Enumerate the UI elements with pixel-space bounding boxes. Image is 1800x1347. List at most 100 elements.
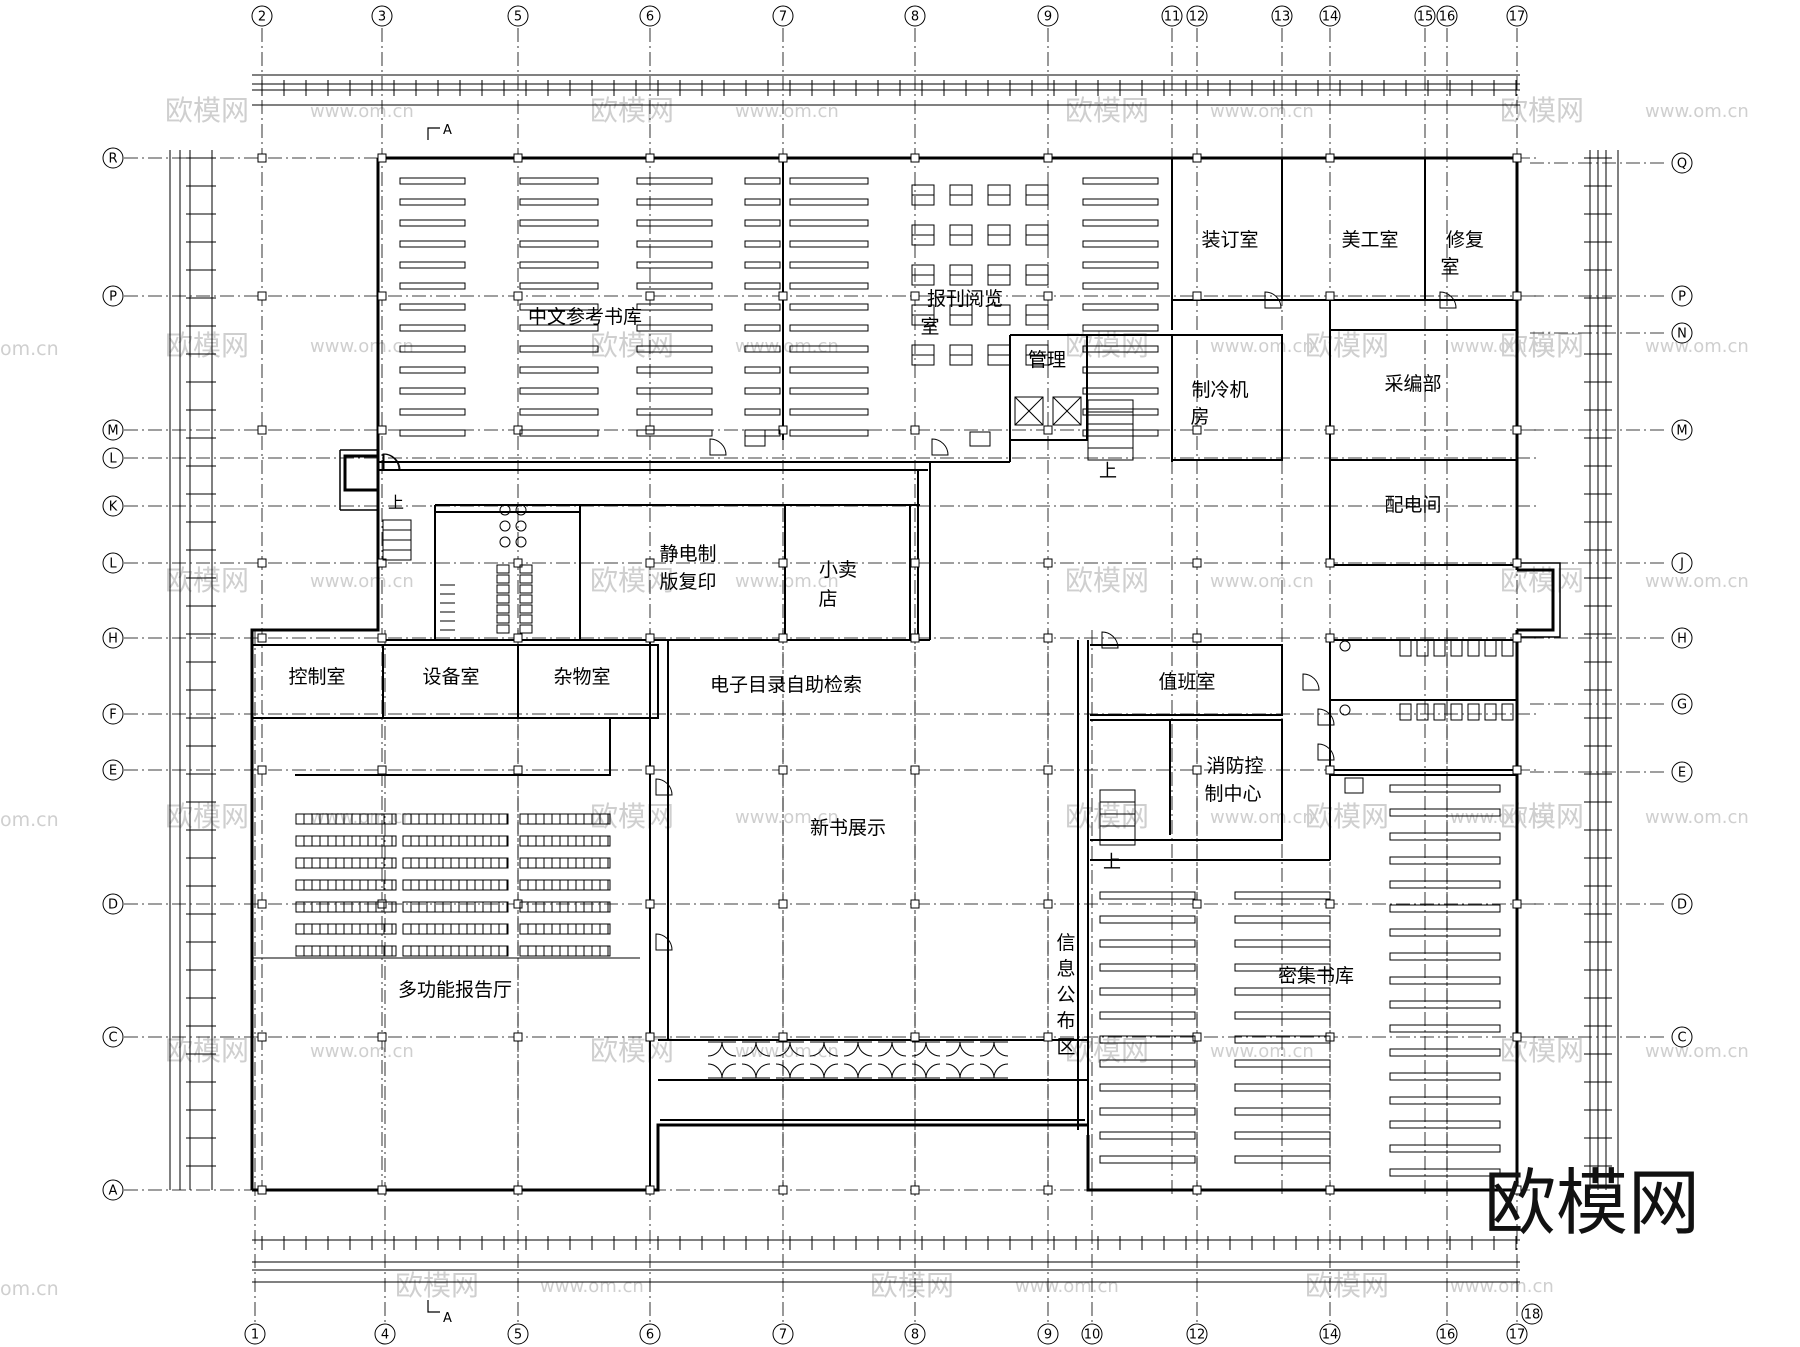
axis-bubble-left-6-label: H: [108, 632, 118, 647]
axis-bubble-top-6: 9: [1037, 5, 1059, 27]
axis-bubble-right-8: D: [1671, 893, 1693, 915]
watermark-site: www.om.cn: [1450, 1276, 1554, 1297]
axis-bubble-right-2-label: N: [1677, 327, 1687, 342]
watermark-site: www.om.cn: [1210, 571, 1314, 592]
axis-bubble-left-5: L: [102, 552, 124, 574]
axis-bubble-left-10: C: [102, 1026, 124, 1048]
axis-bubble-top-3-label: 6: [646, 10, 654, 25]
watermark-site: www.om.cn: [1450, 807, 1554, 828]
axis-bubble-right-3: M: [1671, 419, 1693, 441]
watermark-12: 欧模网 www.om.cn: [1065, 564, 1314, 597]
axis-bubble-bottom-5-label: 8: [911, 1328, 919, 1343]
label-info-area-3: 公: [1056, 984, 1075, 1006]
axis-bubble-left-9-label: D: [108, 898, 118, 913]
axis-bubble-bottom-11-label: 17: [1509, 1328, 1526, 1343]
label-periodical-reading-1: 报刊阅览: [927, 288, 1003, 310]
watermark-site: www.om.cn: [1210, 101, 1314, 122]
axis-bubble-left-7: F: [102, 703, 124, 725]
axis-bubble-left-10-label: C: [108, 1031, 117, 1046]
axis-bubble-top-13: 17: [1506, 5, 1528, 27]
axis-bubble-bottom-0: 1: [244, 1323, 266, 1345]
watermark-site-partial: om.cn: [0, 1278, 59, 1300]
label-control-room: 控制室: [288, 666, 345, 688]
axis-bubble-left-3: L: [102, 447, 124, 469]
axis-bubble-top-9: 13: [1271, 5, 1293, 27]
axis-bubble-bottom-6-label: 9: [1044, 1328, 1052, 1343]
stair-up-1: 上: [1099, 461, 1117, 482]
axis-bubble-right-9-label: C: [1677, 1031, 1686, 1046]
label-refrigeration-1: 制冷机: [1191, 379, 1248, 401]
axis-bubble-left-8-label: E: [109, 764, 117, 779]
axis-bubble-top-6-label: 9: [1044, 10, 1052, 25]
watermark-site: www.om.cn: [1210, 807, 1314, 828]
axis-bubble-bottom-extra: 18: [1521, 1303, 1543, 1325]
watermark-brand: 欧模网: [590, 564, 674, 597]
axis-bubble-right-5: H: [1671, 627, 1693, 649]
label-new-books: 新书展示: [810, 817, 886, 839]
axis-bubble-left-0: R: [102, 147, 124, 169]
watermark-24: om.cn: [0, 1278, 59, 1300]
axis-bubble-left-11: A: [102, 1179, 124, 1201]
furniture-layer: [252, 153, 1522, 1195]
axis-bubble-right-4: J: [1671, 552, 1693, 574]
label-info-area-4: 布: [1056, 1010, 1075, 1032]
label-catalog-search: 电子目录自助检索: [710, 674, 862, 696]
watermark-brand: 欧模网: [1305, 800, 1389, 833]
label-binding-room: 装订室: [1201, 229, 1258, 251]
watermark-25: 欧模网 www.om.cn: [395, 1269, 644, 1302]
axis-bubble-bottom-5: 8: [904, 1323, 926, 1345]
axis-bubble-top-5-label: 8: [911, 10, 919, 25]
watermark-site: www.om.cn: [735, 807, 839, 828]
axis-bubble-left-4-label: K: [109, 500, 118, 515]
axis-bubble-bottom-11: 17: [1506, 1323, 1528, 1345]
axis-bubble-right-3-label: M: [1676, 424, 1687, 439]
watermark-brand: 欧模网: [1305, 329, 1389, 362]
watermark-27: 欧模网 www.om.cn: [1305, 1269, 1554, 1302]
label-periodical-reading-2: 室: [920, 316, 939, 338]
watermark-brand: 欧模网: [395, 1269, 479, 1302]
watermark-brand: 欧模网: [165, 800, 249, 833]
label-copy-room-1: 静电制: [659, 543, 716, 565]
brand-logo-text: 欧模网: [1484, 1161, 1700, 1245]
watermark-site: www.om.cn: [540, 1276, 644, 1297]
watermark-site: www.om.cn: [310, 571, 414, 592]
watermark-brand: 欧模网: [165, 329, 249, 362]
axis-bubble-top-11: 15: [1414, 5, 1436, 27]
axis-bubble-top-7: 11: [1161, 5, 1183, 27]
axis-bubble-bottom-7: 10: [1081, 1323, 1103, 1345]
label-art-room: 美工室: [1341, 229, 1398, 251]
watermark-site: www.om.cn: [1645, 336, 1749, 357]
axis-bubble-right-6: G: [1671, 693, 1693, 715]
label-duty-room: 值班室: [1158, 671, 1215, 693]
label-compact-stacks: 密集书库: [1278, 965, 1354, 987]
watermark-brand: 欧模网: [1065, 94, 1149, 127]
label-management: 管理: [1028, 349, 1066, 371]
watermark-brand: 欧模网: [1305, 1269, 1389, 1302]
watermark-16: 欧模网 www.om.cn: [590, 800, 839, 833]
watermark-brand: 欧模网: [590, 800, 674, 833]
label-copy-room-2: 版复印: [659, 571, 716, 593]
watermark-site: www.om.cn: [310, 101, 414, 122]
axis-bubble-bottom-1: 4: [374, 1323, 396, 1345]
axis-bubble-top-7-label: 11: [1164, 10, 1181, 25]
label-restoration-1: 修复: [1446, 229, 1484, 251]
axis-bubble-top-10: 14: [1319, 5, 1341, 27]
axis-bubble-right-4-label: J: [1679, 557, 1684, 572]
axis-bubble-left-4: K: [102, 495, 124, 517]
axis-bubble-bottom-extra-label: 18: [1524, 1308, 1541, 1323]
watermark-site: www.om.cn: [1210, 336, 1314, 357]
watermark-brand: 欧模网: [870, 1269, 954, 1302]
label-info-area-2: 息: [1056, 958, 1075, 980]
watermark-brand: 欧模网: [1065, 564, 1149, 597]
